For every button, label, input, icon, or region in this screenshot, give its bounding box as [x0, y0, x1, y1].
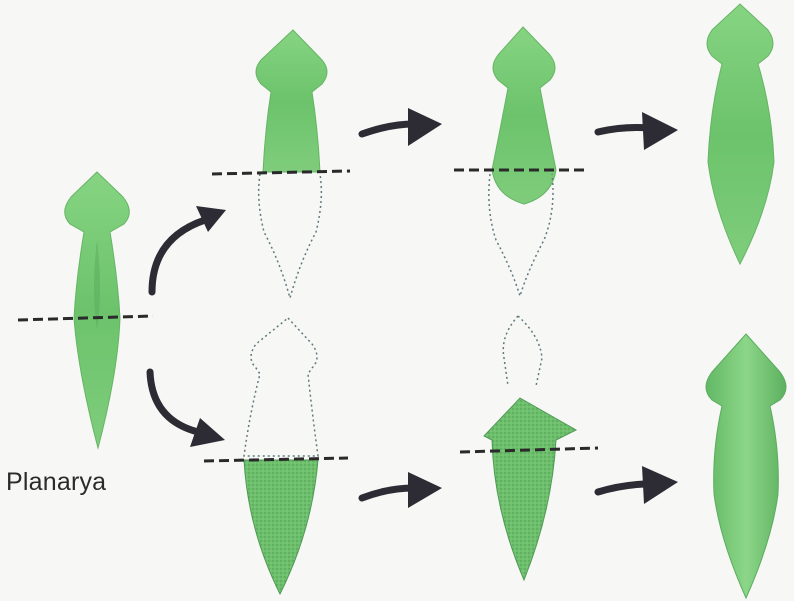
original-planarian	[18, 172, 153, 448]
regenerated-worm-top	[707, 4, 774, 264]
original-cut-line	[18, 316, 153, 320]
head-fragment-cut-line	[212, 171, 350, 174]
branch-arrow-up	[152, 206, 226, 292]
head-fragment-regenerating-body	[492, 27, 556, 204]
arrow-top-1	[362, 108, 442, 146]
regenerated-worm-bottom-body	[706, 334, 786, 598]
regenerated-worm-top-body	[707, 4, 774, 264]
tail-fragment-stage-2-outline	[503, 316, 518, 386]
tail-fragment-stage-1	[204, 318, 348, 594]
tail-fragment-stage-2-outline-right	[518, 316, 542, 386]
tail-fragment-missing-head-outline	[244, 318, 318, 456]
branch-arrow-down	[150, 372, 225, 447]
tail-fragment-body	[244, 460, 318, 594]
head-fragment-stage-1	[212, 30, 350, 298]
tail-fragment-regenerating-body	[484, 398, 576, 580]
arrow-bottom-2	[598, 466, 678, 504]
regenerated-worm-bottom	[706, 334, 786, 598]
arrow-bottom-1	[362, 472, 442, 508]
tail-fragment-stage-2	[460, 316, 598, 580]
species-label: Planarya	[6, 468, 106, 497]
head-fragment-body	[256, 30, 327, 172]
tail-fragment-stage-2-cut-line	[460, 448, 598, 452]
head-fragment-stage-2	[454, 27, 586, 296]
head-fragment-missing-tail-outline	[259, 174, 322, 298]
arrow-top-2	[598, 112, 678, 150]
